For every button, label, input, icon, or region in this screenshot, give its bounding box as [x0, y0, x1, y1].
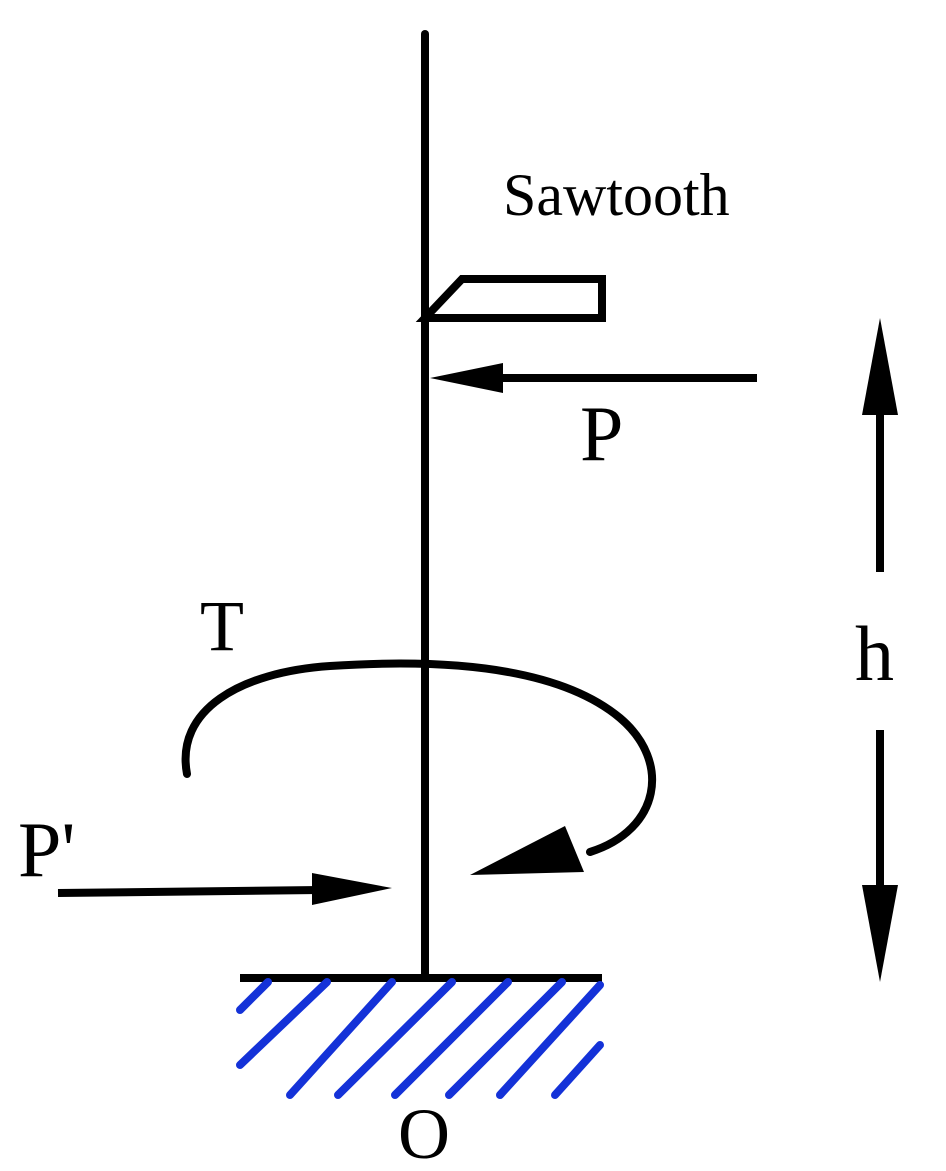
height-label: h: [855, 610, 894, 697]
force-p-label: P: [580, 390, 623, 477]
sawtooth-block: [415, 275, 606, 322]
torque-label: T: [200, 586, 244, 666]
force-p-prime-label: P': [18, 806, 75, 893]
force-p-prime-arrow: [57, 873, 392, 905]
torque-arrow: [181, 659, 657, 875]
origin-label: O: [398, 1094, 450, 1171]
sawtooth-label: Sawtooth: [503, 162, 730, 228]
force-p-arrow: [430, 363, 757, 393]
height-dimension: [862, 318, 898, 982]
ground-hatching: [236, 978, 604, 1099]
